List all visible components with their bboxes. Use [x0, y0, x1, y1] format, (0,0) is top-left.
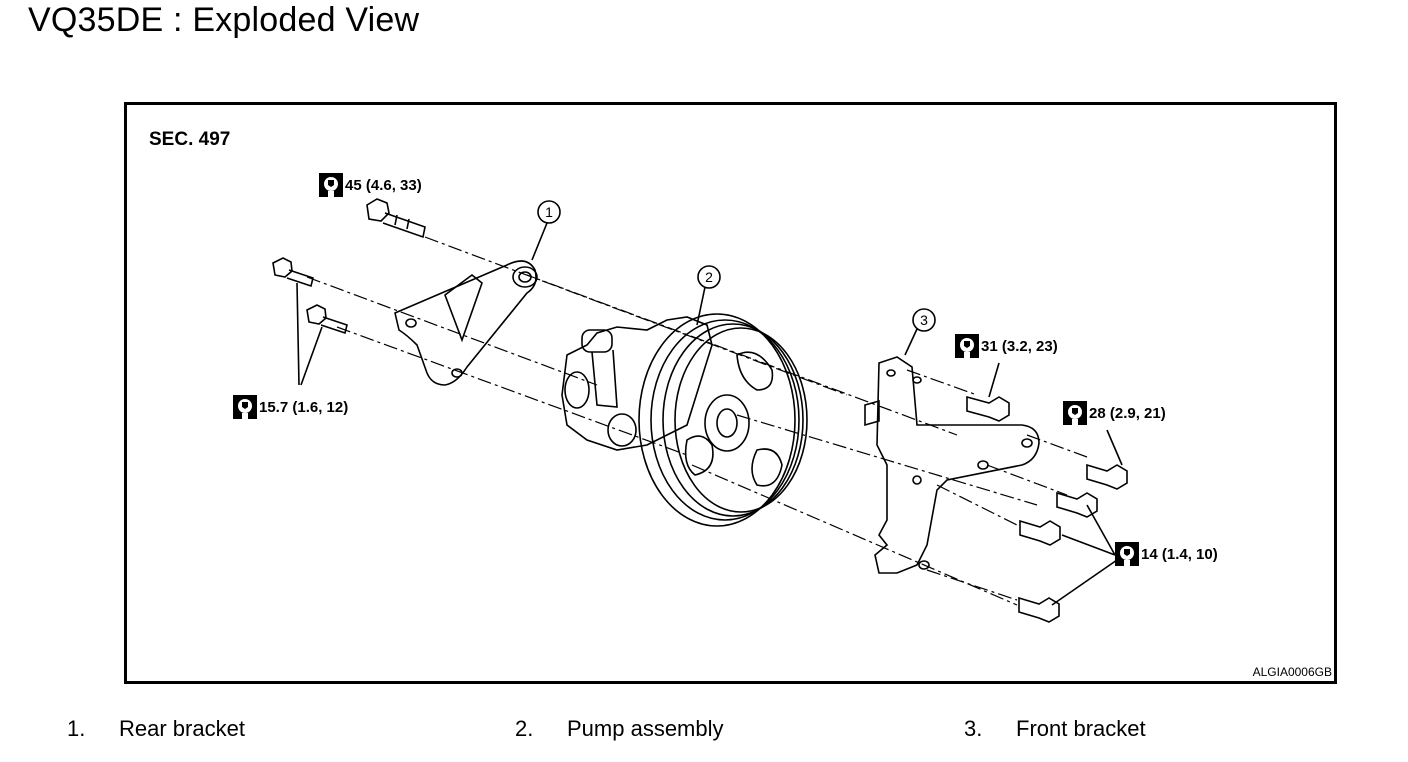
- exploded-view-figure: 1 2 3 SEC. 497 45 (4.6, 33) 15.7 (1.6, 1…: [124, 102, 1337, 684]
- torque-wrench-icon: [1063, 401, 1087, 425]
- legend-item-2: 2. Pump assembly: [515, 716, 724, 742]
- legend-label: Rear bracket: [119, 716, 245, 741]
- legend-item-3: 3. Front bracket: [964, 716, 1146, 742]
- legend-number: 2.: [515, 716, 534, 741]
- torque-value: 28 (2.9, 21): [1089, 404, 1166, 422]
- torque-label-14: 14 (1.4, 10): [1115, 542, 1218, 566]
- torque-wrench-icon: [1115, 542, 1139, 566]
- torque-value: 45 (4.6, 33): [345, 176, 422, 194]
- exploded-view-drawing: 1 2 3: [272, 198, 1128, 623]
- torque-label-45: 45 (4.6, 33): [319, 173, 422, 197]
- bolt-45-group: [366, 198, 426, 239]
- legend-label: Front bracket: [1016, 716, 1146, 741]
- torque-label-31: 31 (3.2, 23): [955, 334, 1058, 358]
- figure-id: ALGIA0006GB: [1252, 665, 1332, 679]
- callout-1: 1: [545, 204, 553, 220]
- legend-number: 1.: [67, 716, 86, 741]
- torque-value: 15.7 (1.6, 12): [259, 398, 349, 416]
- torque-label-15-7: 15.7 (1.6, 12): [233, 395, 348, 419]
- callout-2: 2: [705, 269, 713, 285]
- torque-wrench-icon: [319, 173, 343, 197]
- legend-number: 3.: [964, 716, 983, 741]
- section-label: SEC. 497: [149, 129, 231, 150]
- page-title: VQ35DE : Exploded View: [28, 1, 420, 39]
- rear-bracket-shape: [394, 260, 537, 386]
- front-bracket-shape: [864, 308, 1040, 574]
- legend-label: Pump assembly: [567, 716, 724, 741]
- torque-value: 31 (3.2, 23): [981, 337, 1058, 355]
- torque-wrench-icon: [233, 395, 257, 419]
- torque-wrench-icon: [955, 334, 979, 358]
- legend-item-1: 1. Rear bracket: [67, 716, 245, 742]
- torque-label-28: 28 (2.9, 21): [1063, 401, 1166, 425]
- torque-value: 14 (1.4, 10): [1141, 545, 1218, 563]
- pump-assembly-shape: [561, 265, 808, 527]
- callout-3: 3: [920, 312, 928, 328]
